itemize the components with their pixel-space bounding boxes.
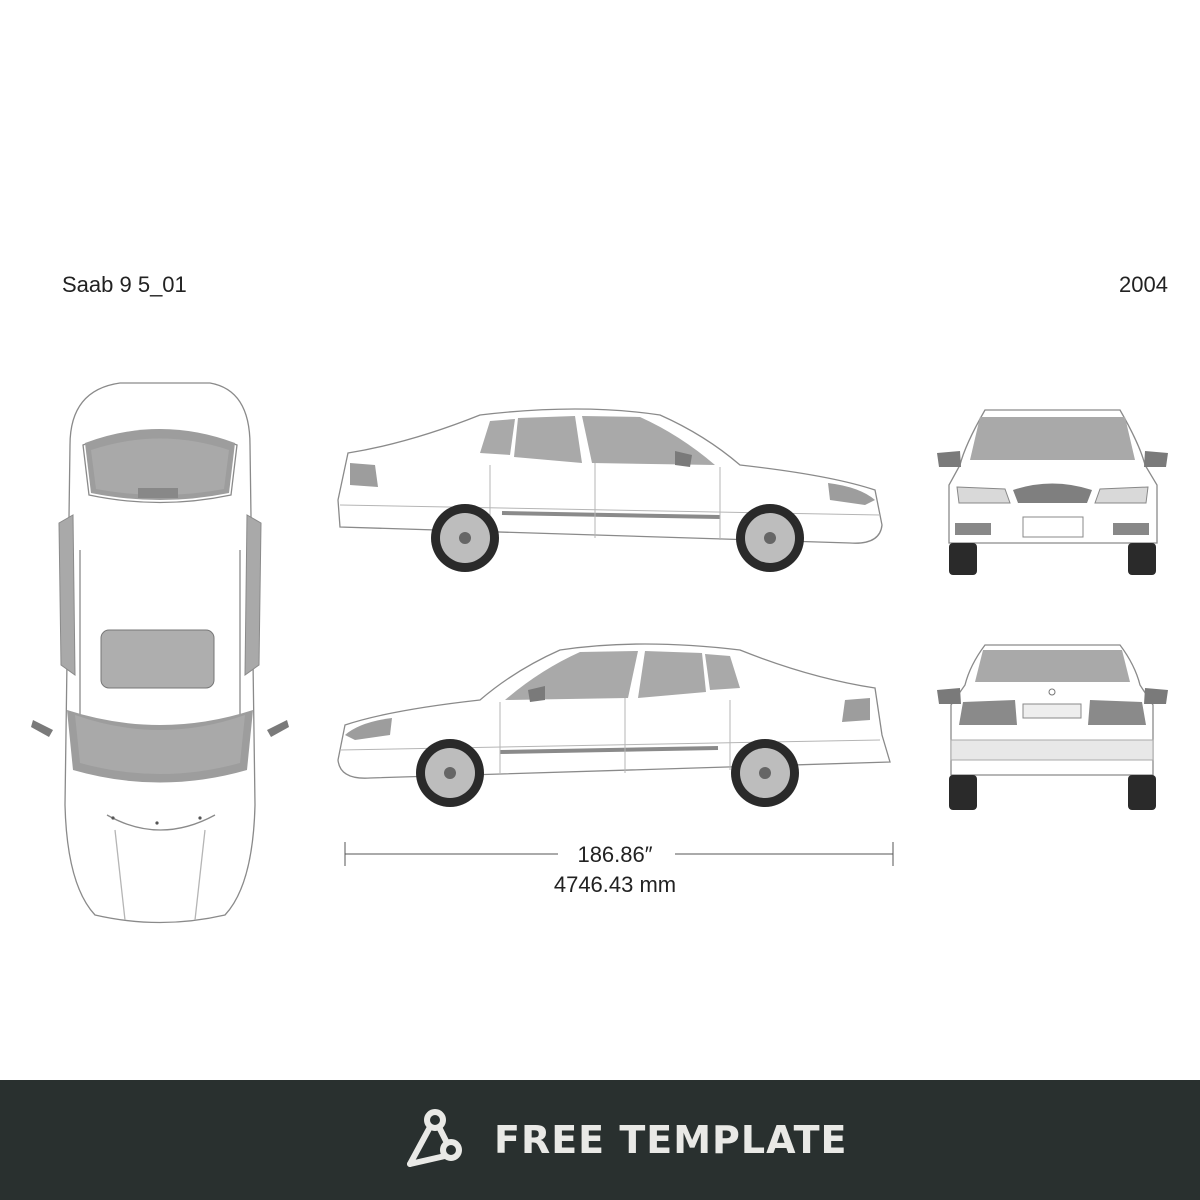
model-year: 2004	[1119, 272, 1168, 297]
front-view	[937, 409, 1168, 575]
length-inches: 186.86″	[577, 842, 653, 867]
right-side-view	[337, 643, 891, 807]
footer-bar	[0, 1080, 1200, 1200]
rear-view	[937, 644, 1168, 810]
left-side-view	[337, 408, 883, 572]
length-dimension-line	[344, 842, 894, 866]
network-triangle-icon	[407, 1109, 462, 1167]
footer-label: FREE TEMPLATE	[494, 1118, 848, 1162]
top-view	[31, 382, 289, 924]
model-title: Saab 9 5_01	[62, 272, 187, 297]
length-mm: 4746.43 mm	[553, 872, 677, 897]
